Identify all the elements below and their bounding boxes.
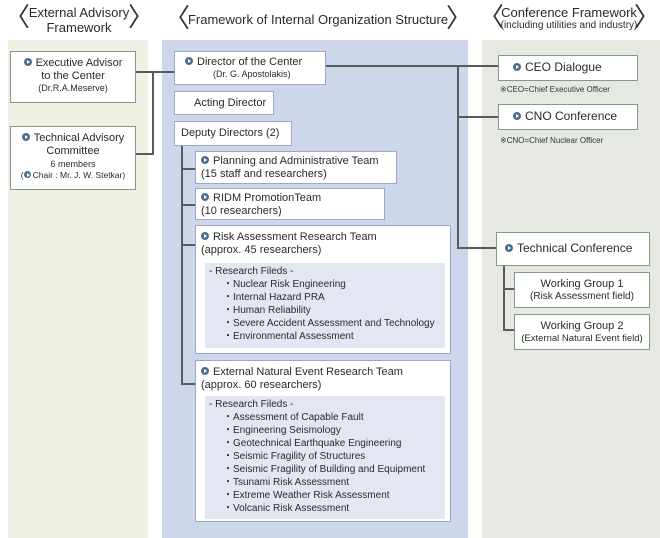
ridm-team-box: RIDM PromotionTeam (10 researchers): [195, 188, 385, 220]
external-advisory-panel: [8, 40, 148, 538]
connector-line: [136, 71, 176, 73]
connector-line: [181, 204, 195, 206]
connector-line: [503, 266, 505, 330]
connector-line: [181, 383, 195, 385]
cno-conference-box: CNO Conference: [498, 104, 638, 130]
cno-footnote: ※CNO=Chief Nuclear Officer: [500, 136, 604, 145]
risk-assessment-team-box: Risk Assessment Research Team (approx. 4…: [195, 225, 451, 354]
acting-director-box: Acting Director: [174, 91, 274, 115]
research-field-item: ・Nuclear Risk Engineering: [223, 279, 346, 290]
left-bracket-icon: 〈: [4, 3, 31, 33]
connector-line: [181, 244, 195, 246]
connector-line: [457, 247, 496, 249]
research-field-item: ・Extreme Weather Risk Assessment: [223, 490, 390, 501]
connector-line: [503, 288, 514, 290]
research-field-item: ・Severe Accident Assessment and Technolo…: [223, 318, 435, 329]
arrow-bullet-icon: [505, 244, 513, 252]
connector-line: [326, 65, 498, 67]
connector-line: [181, 168, 195, 170]
research-field-item: ・Tsunami Risk Assessment: [223, 477, 350, 488]
technical-conference-box: Technical Conference: [496, 232, 650, 266]
arrow-bullet-icon: [513, 112, 521, 120]
arrow-bullet-icon: [201, 232, 209, 240]
right-bracket-icon: 〉: [127, 3, 154, 33]
executive-advisor-name: Dr.R.A.Meserve: [41, 83, 105, 93]
research-field-item: ・Engineering Seismology: [223, 425, 341, 436]
ceo-footnote: ※CEO=Chief Executive Officer: [500, 85, 610, 94]
research-field-item: ・Assessment of Capable Fault: [223, 412, 364, 423]
deputy-directors-box: Deputy Directors (2): [174, 121, 292, 146]
heading-line-1: External Advisory: [28, 5, 130, 20]
arrow-bullet-icon: [21, 133, 30, 141]
heading-line-2: Framework: [46, 20, 112, 35]
heading-external-advisory: 〈 External Advisory Framework 〉: [4, 5, 154, 35]
director-box: Director of the Center (Dr. G. Apostolak…: [174, 51, 326, 85]
heading-internal-organization: 〈 Framework of Internal Organization Str…: [164, 4, 472, 34]
risk-research-fields: - Research Fileds - ・Nuclear Risk Engine…: [205, 263, 445, 348]
connector-line: [181, 146, 183, 385]
planning-team-box: Planning and Administrative Team (15 sta…: [195, 151, 397, 184]
ceo-dialogue-box: CEO Dialogue: [498, 55, 638, 81]
arrow-bullet-icon: [513, 63, 521, 71]
connector-line: [152, 71, 154, 155]
working-group-2-box: Working Group 2 (External Natural Event …: [514, 314, 650, 350]
executive-advisor-box: Executive Advisor to the Center (Dr.R.A.…: [10, 51, 136, 103]
research-field-item: ・Seismic Fragility of Structures: [223, 451, 366, 462]
research-field-item: ・Human Reliability: [223, 305, 311, 316]
left-bracket-icon: 〈: [164, 4, 191, 34]
heading-conference-framework: 〈 Conference Framework (including utilit…: [478, 3, 660, 33]
research-field-item: ・Volcanic Risk Assessment: [223, 503, 350, 514]
research-field-item: ・Geotechnical Earthquake Engineering: [223, 438, 402, 449]
right-bracket-icon: 〉: [633, 3, 660, 33]
left-bracket-icon: 〈: [478, 3, 505, 33]
external-natural-event-team-box: External Natural Event Research Team (ap…: [195, 360, 451, 522]
right-bracket-icon: 〉: [445, 4, 472, 34]
arrow-bullet-icon: [23, 58, 32, 66]
connector-line: [457, 65, 459, 249]
connector-line: [457, 116, 498, 118]
research-field-item: ・Internal Hazard PRA: [223, 292, 325, 303]
external-research-fields: - Research Fileds - ・Assessment of Capab…: [205, 396, 445, 519]
arrow-bullet-icon: [201, 193, 209, 201]
arrow-bullet-icon: [201, 367, 209, 375]
connector-line: [503, 329, 514, 331]
connector-line: [136, 153, 154, 155]
technical-advisory-committee-box: Technical Advisory Committee 6 members (…: [10, 126, 136, 190]
working-group-1-box: Working Group 1 (Risk Assessment field): [514, 272, 650, 308]
arrow-bullet-icon: [185, 57, 193, 65]
arrow-bullet-icon: [201, 156, 209, 164]
research-field-item: ・Seismic Fragility of Building and Equip…: [223, 464, 426, 475]
arrow-bullet-icon: [23, 171, 31, 178]
research-field-item: ・Environmental Assessment: [223, 331, 354, 342]
